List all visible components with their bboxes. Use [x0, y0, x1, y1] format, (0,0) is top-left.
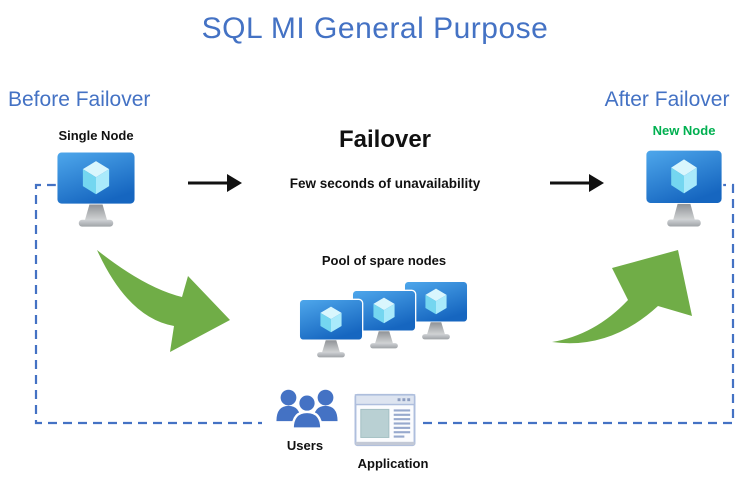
users-icon: [262, 386, 352, 436]
after-failover-label: After Failover: [604, 88, 730, 111]
curved-green-arrow-down-icon: [97, 250, 230, 352]
failover-subheading: Few seconds of unavailability: [289, 176, 481, 191]
application-label: Application: [357, 456, 429, 471]
pool-of-spare-nodes-label: Pool of spare nodes: [321, 253, 447, 268]
new-node-monitor-icon: [644, 148, 724, 228]
single-node-label: Single Node: [58, 128, 134, 143]
pool-node-monitor-icon: [298, 298, 364, 359]
failover-heading: Failover: [338, 126, 432, 153]
users-label: Users: [286, 438, 324, 453]
before-failover-label: Before Failover: [8, 88, 151, 111]
application-icon: [351, 390, 419, 452]
curved-green-arrow-up-icon: [552, 250, 692, 344]
single-node-monitor-icon: [55, 150, 137, 228]
new-node-label: New Node: [652, 123, 716, 138]
page-title: SQL MI General Purpose: [201, 12, 549, 45]
right-arrow-icon: [550, 174, 604, 192]
right-arrow-icon: [188, 174, 242, 192]
